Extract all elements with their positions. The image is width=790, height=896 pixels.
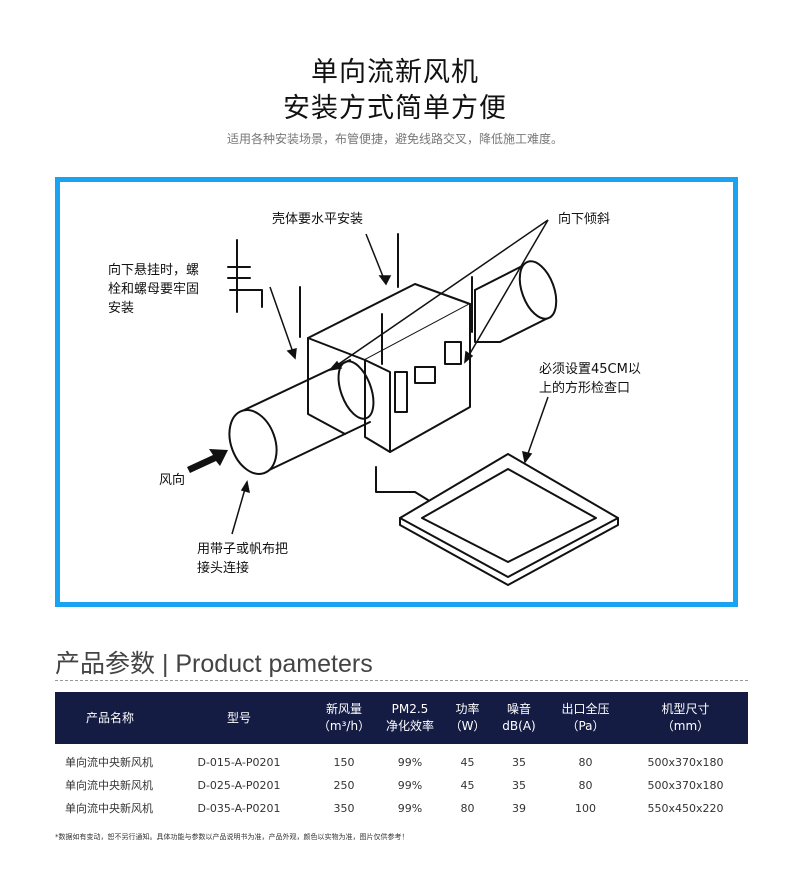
table-row: 单向流中央新风机 D-035-A-P0201 350 99% 80 39 100… — [55, 798, 748, 820]
cell-pm25: 99% — [397, 779, 423, 792]
cell-model: D-015-A-P0201 — [197, 756, 281, 769]
cell-power: 80 — [460, 802, 475, 815]
cell-noise: 39 — [512, 802, 526, 815]
label-strap-line2: 接头连接 — [197, 561, 250, 576]
cell-model: D-035-A-P0201 — [197, 802, 281, 815]
cell-airflow: 250 — [333, 779, 355, 792]
label-access-line1: 必须设置45CM以 — [539, 362, 641, 377]
table-row: 单向流中央新风机 D-025-A-P0201 250 99% 45 35 80 … — [55, 775, 748, 797]
cell-product-name: 单向流中央新风机 — [65, 756, 153, 769]
label-wind-direction: 风向 — [159, 473, 186, 488]
cell-pressure: 100 — [575, 802, 596, 815]
header-pressure: 出口全压（Pa） — [561, 702, 610, 733]
label-tilt-down: 向下倾斜 — [558, 212, 611, 227]
header-airflow: 新风量（m³/h） — [317, 702, 371, 733]
section-title: 产品参数 | Product pameters — [55, 650, 373, 678]
cell-product-name: 单向流中央新风机 — [65, 802, 153, 815]
cell-dimensions: 550x450x220 — [647, 802, 724, 815]
cell-pressure: 80 — [578, 756, 593, 769]
label-access-line2: 上的方形检查口 — [539, 381, 631, 396]
header-dimensions: 机型尺寸（mm） — [661, 702, 710, 733]
installation-illustration — [187, 219, 619, 586]
cell-noise: 35 — [512, 756, 526, 769]
cell-pressure: 80 — [578, 779, 593, 792]
cell-dimensions: 500x370x180 — [647, 779, 724, 792]
cell-power: 45 — [460, 779, 475, 792]
table-row: 单向流中央新风机 D-015-A-P0201 150 99% 45 35 80 … — [55, 752, 748, 774]
cell-pm25: 99% — [397, 802, 423, 815]
label-hang-line2: 栓和螺母要牢固 — [108, 282, 200, 297]
cell-airflow: 150 — [333, 756, 355, 769]
page-title-line2: 安装方式简单方便 — [283, 93, 507, 124]
label-level-install: 壳体要水平安装 — [272, 212, 364, 227]
installation-diagram: 壳体要水平安装 向下倾斜 向下悬挂时，螺 栓和螺母要牢固 安装 必须设置45CM… — [55, 177, 738, 607]
label-strap-line1: 用带子或帆布把 — [197, 542, 289, 557]
section-divider — [55, 680, 748, 681]
cell-dimensions: 500x370x180 — [647, 756, 724, 769]
header-power: 功率（W） — [449, 702, 486, 733]
cell-airflow: 350 — [333, 802, 355, 815]
header-product-name: 产品名称 — [85, 710, 134, 725]
footnote: *数据如有变动，恕不另行通知。具体功能与参数以产品说明书为准，产品外观，颜色以实… — [55, 833, 409, 841]
cell-pm25: 99% — [397, 756, 423, 769]
cell-model: D-025-A-P0201 — [197, 779, 281, 792]
label-hang-line3: 安装 — [108, 301, 135, 316]
label-hang-line1: 向下悬挂时，螺 — [108, 263, 200, 278]
page-title-line1: 单向流新风机 — [311, 57, 479, 88]
cell-product-name: 单向流中央新风机 — [65, 779, 153, 792]
cell-noise: 35 — [512, 779, 526, 792]
cell-power: 45 — [460, 756, 475, 769]
page-subtitle: 适用各种安装场景，布管便捷，避免线路交叉，降低施工难度。 — [226, 132, 563, 146]
header-model: 型号 — [226, 710, 251, 725]
